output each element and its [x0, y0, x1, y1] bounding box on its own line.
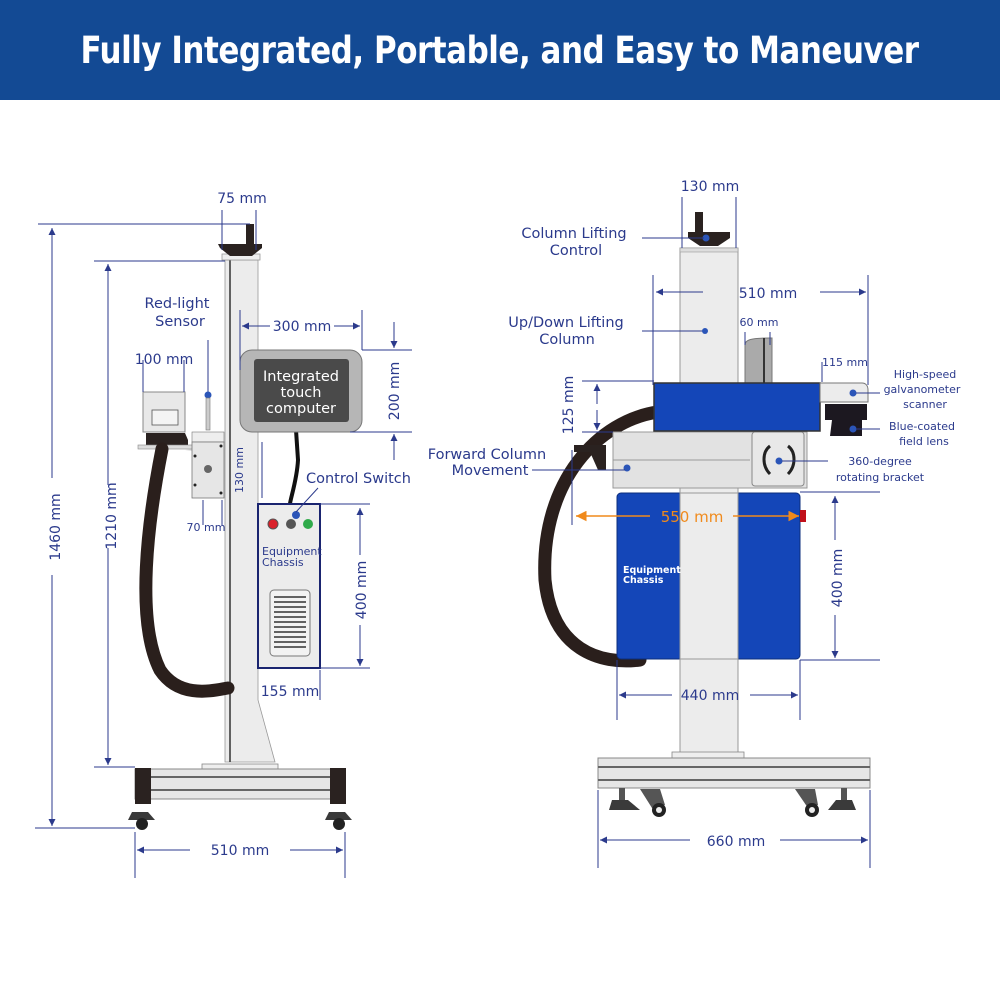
- side-base: [134, 763, 346, 804]
- dim-bracket-height: 130 mm: [233, 447, 246, 493]
- dim-top-handle-width: 75 mm: [217, 191, 267, 207]
- red-light-sensor-label-line-2: Sensor: [155, 314, 205, 330]
- gray-switch-light: [286, 519, 296, 529]
- side-cable: [139, 442, 235, 698]
- field-lens: [825, 404, 867, 436]
- side-lifting-handle: [218, 224, 262, 256]
- dim-side-base-width: 510 mm: [211, 843, 269, 859]
- dim-arm-bracket-width: 60 mm: [740, 316, 779, 329]
- rotating-bracket-label-line-1: 360-degree: [848, 455, 912, 468]
- front-lifting-handle: [688, 212, 730, 246]
- dim-chassis-width: 440 mm: [681, 688, 739, 704]
- rotating-bracket: [751, 431, 805, 487]
- side-view: Integrated touch computer Equipment Chas…: [35, 191, 412, 878]
- front-base: [597, 751, 871, 789]
- green-switch-light: [303, 519, 313, 529]
- laser-housing: [653, 382, 821, 432]
- front-caster-right: [795, 789, 819, 817]
- dim-arm-height: 125 mm: [561, 376, 577, 434]
- front-leveling-foot-left: [609, 788, 640, 810]
- touch-computer-label-line-1: Integrated: [263, 369, 339, 385]
- side-laser-head: [137, 391, 201, 450]
- front-leveling-foot-right: [828, 788, 856, 810]
- field-lens-label-line-1: Blue-coated: [889, 420, 955, 433]
- dim-column-height: 1210 mm: [104, 482, 120, 549]
- front-chassis-label-line-1: Equipment: [623, 565, 681, 576]
- side-bracket: [185, 441, 225, 499]
- front-cable: [538, 405, 665, 668]
- side-caster-left: [128, 812, 155, 830]
- side-dimension-lines: [35, 210, 412, 878]
- dim-computer-height: 200 mm: [387, 362, 403, 420]
- rotating-bracket-label-line-2: rotating bracket: [836, 471, 925, 484]
- dim-arm-reach: 510 mm: [739, 286, 797, 302]
- touch-computer-label-line-2: touch: [281, 385, 322, 401]
- dim-overall-width: 550 mm: [661, 508, 724, 526]
- page-title: Fully Integrated, Portable, and Easy to …: [80, 28, 920, 72]
- side-chassis-label-line-1: Equipment: [262, 545, 322, 558]
- galvanometer-scanner: [819, 382, 869, 403]
- control-switch-label: Control Switch: [306, 471, 411, 487]
- lifting-column-label-line-1: Up/Down Lifting: [508, 315, 623, 331]
- dim-front-chassis-height: 400 mm: [830, 549, 846, 607]
- dim-laser-head-width: 100 mm: [135, 352, 193, 368]
- arm-mount-bracket: [744, 337, 773, 384]
- field-lens-label-line-2: field lens: [899, 435, 949, 448]
- dim-total-height: 1460 mm: [48, 493, 64, 560]
- column-lifting-control-label-line-2: Control: [550, 243, 602, 259]
- side-equipment-chassis: Equipment Chassis: [257, 503, 322, 669]
- red-light-sensor-label-line-1: Red-light: [145, 296, 210, 312]
- forward-column-label-line-1: Forward Column: [428, 447, 546, 463]
- scanner-label-line-2: galvanometer: [884, 383, 961, 396]
- dim-column-width: 130 mm: [681, 179, 739, 195]
- scanner-label-line-3: scanner: [903, 398, 947, 411]
- dim-side-chassis-height: 400 mm: [354, 561, 370, 619]
- dim-computer-width: 300 mm: [273, 319, 331, 335]
- lifting-column-label-line-2: Column: [539, 332, 595, 348]
- side-caster-right: [325, 812, 352, 830]
- integrated-touch-computer: Integrated touch computer: [239, 349, 363, 505]
- front-caster-left: [640, 789, 666, 817]
- dim-bracket-width: 70 mm: [187, 521, 226, 534]
- front-chassis-label-line-2: Chassis: [623, 575, 664, 586]
- dim-front-base-width: 660 mm: [707, 834, 765, 850]
- touch-computer-label-line-3: computer: [266, 401, 336, 417]
- title-banner: Fully Integrated, Portable, and Easy to …: [0, 0, 1000, 100]
- dim-scanner-width: 115 mm: [822, 356, 868, 369]
- red-switch-light: [267, 518, 279, 530]
- forward-column-label-line-2: Movement: [452, 463, 529, 479]
- front-equipment-chassis: Equipment Chassis: [616, 492, 806, 660]
- side-chassis-label-line-2: Chassis: [262, 556, 304, 569]
- red-light-sensor: [191, 340, 225, 443]
- front-view: Equipment Chassis Colu: [428, 179, 961, 868]
- column-lifting-control-label-line-1: Column Lifting: [521, 226, 626, 242]
- front-dimension-lines: [571, 197, 880, 868]
- dim-chassis-depth: 155 mm: [261, 684, 319, 700]
- scanner-label-line-1: High-speed: [894, 368, 956, 381]
